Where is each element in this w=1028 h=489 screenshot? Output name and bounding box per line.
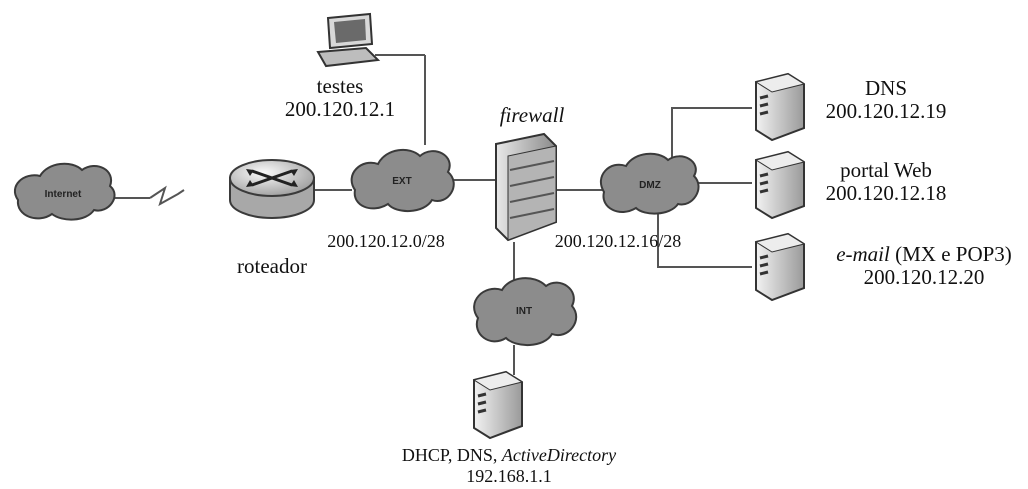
connection-lines [108, 54, 752, 375]
testes-label: testes [317, 74, 364, 98]
int-cloud: INT [473, 277, 578, 346]
computer-icon [316, 12, 381, 68]
server-icon-web [754, 150, 806, 220]
firewall-label: firewall [500, 103, 565, 127]
wireless-link-zigzag [149, 185, 185, 207]
wire-dmz-dns [671, 107, 752, 160]
mail-label: e-mail (MX e POP3) [836, 242, 1012, 266]
mail-ip: 200.120.12.20 [864, 265, 985, 289]
web-ip: 200.120.12.18 [826, 181, 947, 205]
internet-cloud-label: Internet [45, 189, 82, 200]
internal-server-label-italic: ActiveDirectory [501, 445, 616, 465]
server-icon-internal [472, 370, 524, 440]
server-icon-mail [754, 232, 806, 302]
dns-label: DNS [865, 76, 907, 100]
internal-server-label-plain: DHCP, DNS, [402, 445, 502, 465]
ext-cloud: EXT [350, 148, 455, 212]
ext-cloud-label: EXT [392, 176, 411, 187]
router-icon [229, 159, 315, 219]
ext-subnet-label: 200.120.12.0/28 [327, 231, 445, 251]
server-icon-dns [754, 72, 806, 142]
router-label: roteador [237, 254, 307, 278]
mail-label-rest: (MX e POP3) [890, 242, 1012, 266]
wire-dmz-mail [657, 212, 752, 268]
firewall-icon [495, 132, 557, 242]
internet-cloud: Internet [13, 162, 116, 221]
testes-ip: 200.120.12.1 [285, 97, 395, 121]
dmz-cloud: DMZ [599, 152, 700, 215]
web-label: portal Web [840, 158, 932, 182]
dns-ip: 200.120.12.19 [826, 99, 947, 123]
int-cloud-label: INT [516, 306, 532, 317]
mail-label-italic: e-mail [836, 242, 890, 266]
internal-server-ip: 192.168.1.1 [466, 466, 552, 486]
dmz-subnet-label: 200.120.12.16/28 [555, 231, 682, 251]
internal-server-label: DHCP, DNS, ActiveDirectory [402, 445, 616, 465]
dmz-cloud-label: DMZ [639, 180, 661, 191]
